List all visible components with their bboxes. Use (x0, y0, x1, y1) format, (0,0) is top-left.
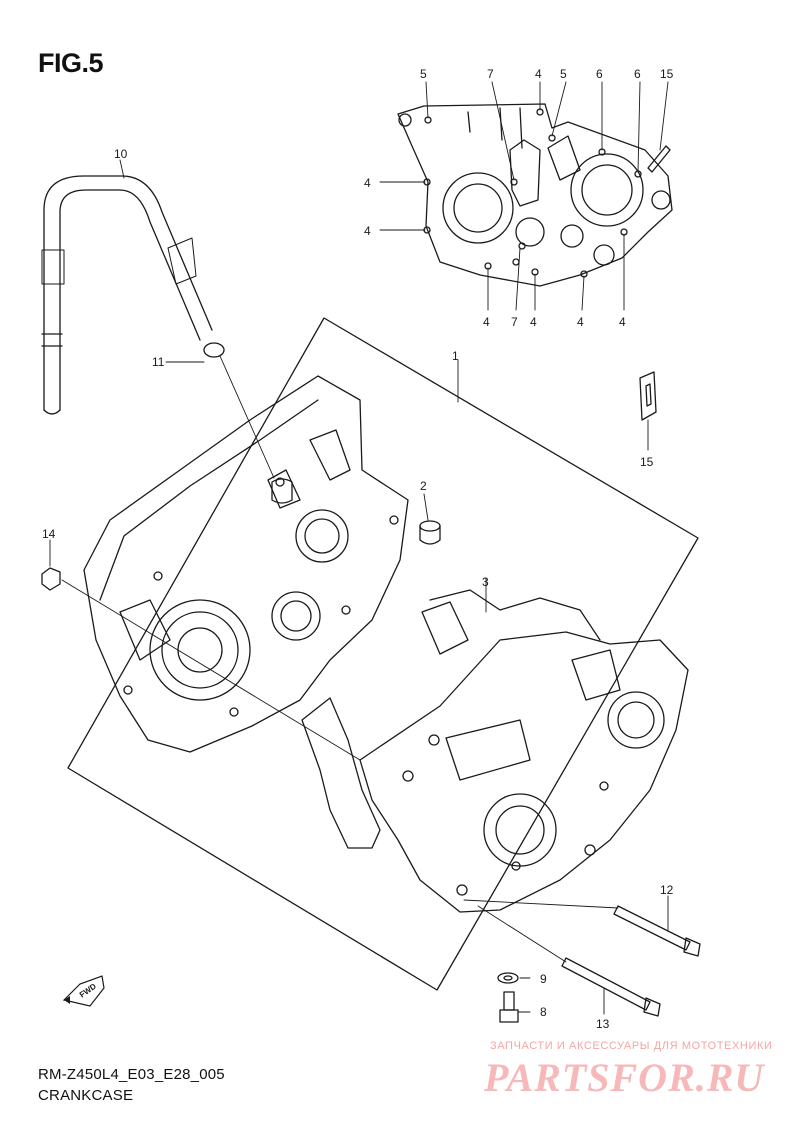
inset-callout-top: 4 (535, 67, 542, 81)
wire-clip (639, 371, 657, 421)
long-bolt-lower (561, 957, 661, 1017)
model-code: RM-Z450L4_E03_E28_005 (38, 1066, 225, 1083)
inset-crankcase-half (397, 103, 673, 287)
case-dowel (271, 478, 293, 504)
inset-callout-left: 4 (364, 224, 371, 238)
gasket-tab (421, 601, 469, 655)
short-bolt (499, 991, 519, 1023)
assembly-outline (67, 317, 699, 991)
callout-numbers: 10 11 1 15 2 14 3 12 9 8 13 5 7 4 5 6 6 … (42, 67, 674, 1031)
figure-caption: CRANKCASE (38, 1087, 134, 1104)
breather-hose (41, 175, 213, 415)
inset-callout-top: 6 (596, 67, 603, 81)
watermark-tagline: ЗАПЧАСТИ И АКСЕССУАРЫ ДЛЯ МОТОТЕХНИКИ (490, 1040, 773, 1052)
crankcase-right (359, 589, 689, 913)
callout-14: 14 (42, 527, 56, 541)
inset-callout-bottom: 4 (619, 315, 626, 329)
callout-13: 13 (596, 1017, 610, 1031)
inset-callout-top: 5 (560, 67, 567, 81)
forward-direction-badge: FWD (62, 975, 105, 1007)
nut (41, 567, 61, 591)
inset-callout-top: 6 (634, 67, 641, 81)
inset-callout-left: 4 (364, 176, 371, 190)
callout-15-clip: 15 (640, 455, 654, 469)
callout-9: 9 (540, 972, 547, 986)
callout-3: 3 (482, 575, 489, 589)
inset-callout-bottom: 4 (530, 315, 537, 329)
callout-10: 10 (114, 147, 128, 161)
crankcase-left (83, 375, 409, 753)
main-leaders (49, 159, 669, 1015)
callout-12: 12 (660, 883, 674, 897)
inset-leaders (379, 81, 669, 311)
inset-callout-top: 7 (487, 67, 494, 81)
crankcase-gasket (301, 697, 381, 849)
inset-callout-bottom: 4 (483, 315, 490, 329)
hose-clamp (203, 342, 225, 358)
callout-2: 2 (420, 479, 427, 493)
dowel-pin (419, 520, 441, 545)
inset-callout-bottom: 7 (511, 315, 518, 329)
inset-callout-bottom: 4 (577, 315, 584, 329)
callout-1: 1 (452, 349, 459, 363)
callout-11: 11 (152, 355, 165, 369)
watermark-brand: PARTSFOR.RU (484, 1055, 765, 1100)
washer (497, 972, 519, 984)
figure-title: FIG.5 (38, 48, 104, 78)
inset-callout-top: 15 (660, 67, 674, 81)
callout-8: 8 (540, 1005, 547, 1019)
inset-callout-top: 5 (420, 67, 427, 81)
long-bolt-upper (613, 905, 701, 957)
